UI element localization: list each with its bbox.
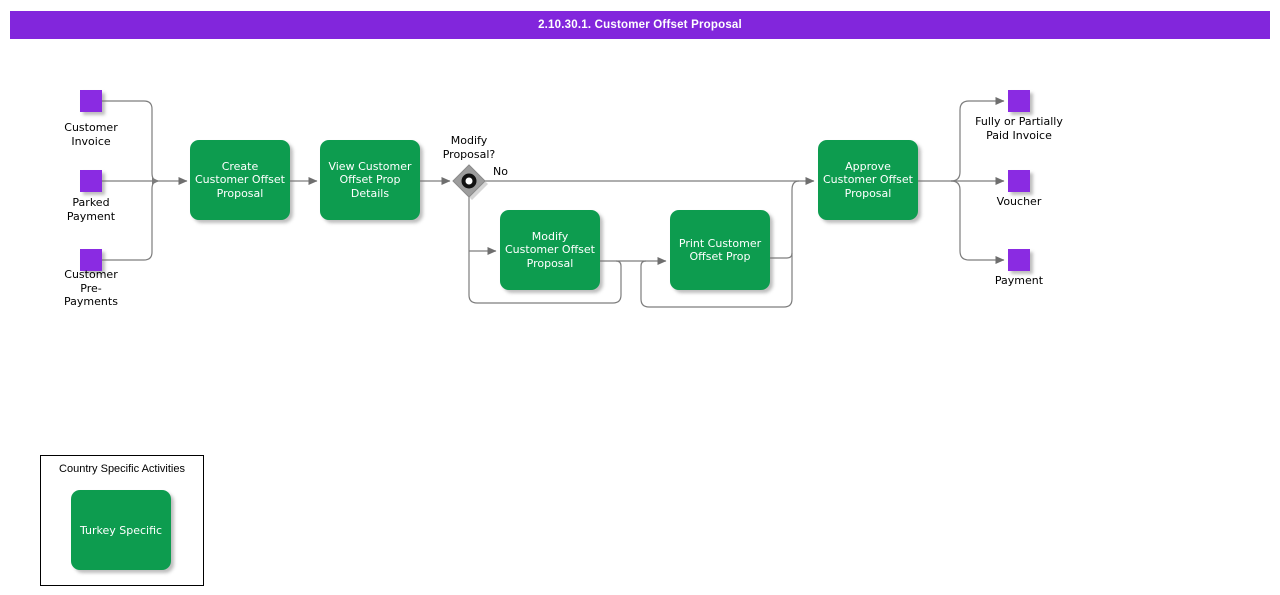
decision-diamond [452, 164, 488, 200]
activity-view-customer-offset-prop-details[interactable]: View Customer Offset Prop Details [320, 140, 420, 220]
diagram-title: 2.10.30.1. Customer Offset Proposal [538, 19, 742, 31]
activity-create-customer-offset-proposal[interactable]: Create Customer Offset Proposal [190, 140, 290, 220]
edge-right-loop-to-approve [640, 180, 800, 308]
event-fully-or-partially-paid-invoice-label: Fully or Partially Paid Invoice [975, 115, 1063, 142]
event-fully-or-partially-paid-invoice [1008, 90, 1030, 112]
edge-decision-down-loop [468, 197, 622, 304]
diagram-title-bar: 2.10.30.1. Customer Offset Proposal [10, 11, 1270, 39]
event-parked-payment [80, 170, 102, 192]
activity-modify-customer-offset-proposal[interactable]: Modify Customer Offset Proposal [500, 210, 600, 290]
decision-label: Modify Proposal? [442, 134, 496, 161]
event-payment-label: Payment [994, 274, 1044, 287]
event-customer-pre-payments-label: Customer Pre- Payments [64, 268, 118, 308]
merge-junction-chevron [152, 177, 159, 185]
event-voucher-label: Voucher [996, 195, 1042, 208]
event-customer-invoice [80, 90, 102, 112]
activity-approve-customer-offset-proposal[interactable]: Approve Customer Offset Proposal [818, 140, 918, 220]
decision-no-branch-label: No [493, 165, 508, 178]
event-payment [1008, 249, 1030, 271]
event-customer-invoice-label: Customer Invoice [64, 121, 118, 148]
edge-approve-to-paid-invoice [950, 97, 1005, 182]
decision-ring-icon [461, 173, 477, 189]
country-specific-activities-container: Country Specific Activities Turkey Speci… [40, 455, 204, 586]
event-parked-payment-label: Parked Payment [66, 196, 116, 223]
edge-approve-to-payment [950, 180, 1005, 264]
edge-print-output [770, 252, 793, 259]
event-customer-pre-payments [80, 249, 102, 271]
activity-print-customer-offset-prop[interactable]: Print Customer Offset Prop [670, 210, 770, 290]
event-voucher [1008, 170, 1030, 192]
country-specific-activities-title: Country Specific Activities [59, 463, 185, 475]
activity-turkey-specific[interactable]: Turkey Specific [71, 490, 171, 570]
